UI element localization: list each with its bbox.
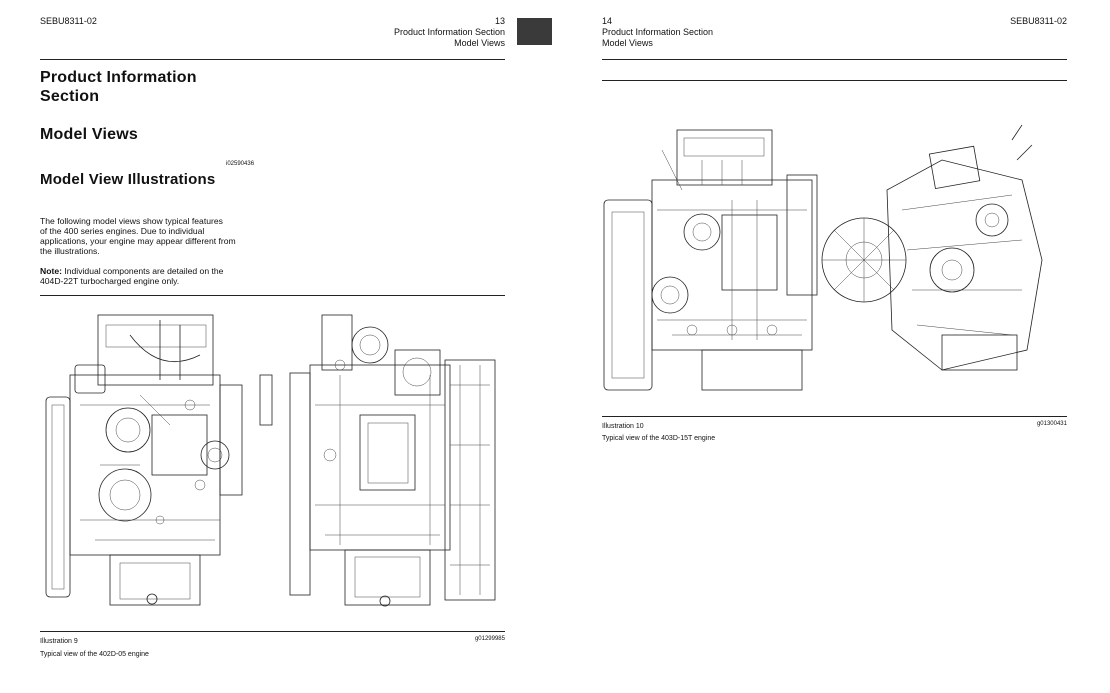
intro-line: the illustrations. — [40, 246, 100, 256]
figure-top-rule — [40, 295, 505, 296]
intro-line: of the 400 series engines. Due to indivi… — [40, 226, 205, 236]
doc-code: SEBU8311-02 — [40, 16, 97, 26]
illustration-id: g01300431 — [1036, 421, 1067, 427]
model-views-heading: Model Views — [40, 126, 138, 143]
figure-bottom-rule — [602, 416, 1067, 417]
section-thumb-tab — [517, 18, 552, 45]
note-label: Note: — [40, 266, 62, 276]
engine-illustration-403d-15t — [603, 124, 1043, 391]
section-heading: Product Information Section — [40, 68, 197, 106]
running-subsection: Model Views — [602, 38, 653, 48]
intro-line: The following model views show typical f… — [40, 216, 223, 226]
illustration-id: g01299985 — [474, 636, 505, 642]
figure-top-rule — [602, 80, 1067, 81]
doc-code: SEBU8311-02 — [1010, 16, 1067, 26]
page-number: 13 — [494, 16, 505, 26]
illustration-caption: Typical view of the 402D-05 engine — [40, 651, 149, 658]
header-rule — [40, 59, 505, 60]
section-heading-line1: Product Information — [40, 69, 197, 86]
intro-paragraph: The following model views show typical f… — [40, 216, 260, 256]
header-rule — [602, 59, 1067, 60]
note-text: Individual components are detailed on th… — [61, 266, 224, 276]
figure-bottom-rule — [40, 631, 505, 632]
section-heading-line2: Section — [40, 88, 100, 105]
running-section: Product Information Section — [393, 27, 505, 37]
note-text: 404D-22T turbocharged engine only. — [40, 276, 180, 286]
right-page: 14 Product Information Section Model Vie… — [555, 0, 1110, 693]
intro-line: applications, your engine may appear dif… — [40, 236, 236, 246]
illustrations-heading: Model View Illustrations — [40, 171, 216, 188]
reference-id: i02590436 — [226, 161, 255, 167]
page-number: 14 — [602, 16, 613, 26]
illustration-label: Illustration 9 — [40, 638, 78, 645]
note-paragraph: Note: Individual components are detailed… — [40, 266, 260, 286]
running-section: Product Information Section — [602, 27, 714, 37]
illustration-label: Illustration 10 — [602, 423, 644, 430]
illustration-caption: Typical view of the 403D-15T engine — [602, 435, 716, 442]
left-page: SEBU8311-02 13 Product Information Secti… — [40, 16, 552, 658]
engine-illustration-402d-05 — [45, 314, 496, 607]
running-subsection: Model Views — [454, 38, 505, 48]
